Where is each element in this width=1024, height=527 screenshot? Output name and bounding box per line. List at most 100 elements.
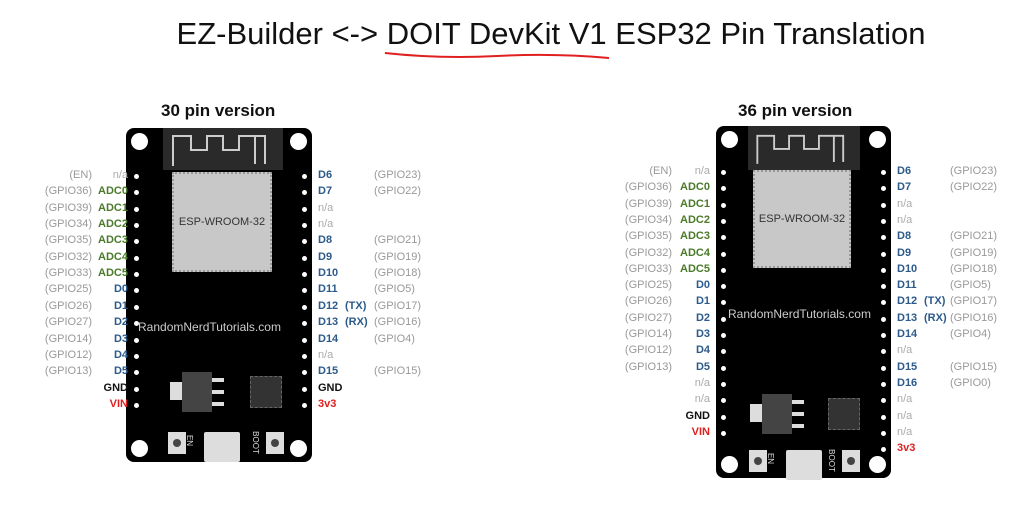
- right-gpio-label: (GPIO18): [950, 262, 998, 275]
- pin-dot: [881, 398, 886, 404]
- module-label: ESP-WROOM-32: [172, 172, 272, 272]
- pin-dot: [302, 337, 307, 343]
- board-heading: 36 pin version: [738, 101, 853, 120]
- pin-dot: [134, 206, 139, 212]
- left-gpio-label: (GPIO14): [624, 328, 672, 340]
- pin-dot: [721, 202, 726, 208]
- pin-dot: [302, 321, 307, 327]
- left-gpio-label: (GPIO34): [44, 218, 92, 231]
- title-suffix: ESP32 Pin Translation: [606, 16, 926, 51]
- right-pin-label: 3v3: [318, 397, 337, 410]
- boot-button[interactable]: [842, 450, 860, 472]
- pin-dot: [721, 365, 726, 371]
- left-gpio-label: (GPIO12): [44, 348, 92, 361]
- right-gpio-label: (GPIO16): [374, 316, 422, 329]
- right-gpio-label: (GPIO17): [374, 299, 422, 312]
- uart-label: (RX): [345, 316, 368, 329]
- left-pin-label: D5: [695, 360, 710, 373]
- micro-usb-port: [786, 450, 822, 480]
- pin-dot: [302, 402, 307, 408]
- left-pin-label: ADC2: [98, 218, 128, 231]
- boot-label: BOOT: [826, 449, 836, 472]
- right-pin-label: D15: [318, 365, 339, 378]
- pin-dot: [302, 288, 307, 294]
- mounting-hole: [131, 133, 148, 150]
- uart-label: (RX): [924, 311, 947, 324]
- left-pin-label: D5: [113, 365, 128, 378]
- title-underlined-text: DOIT DevKit V1: [386, 16, 607, 51]
- right-gpio-label: (GPIO21): [950, 230, 998, 243]
- left-pin-label: ADC1: [680, 197, 710, 210]
- mounting-hole: [869, 456, 886, 473]
- right-pin-label: D14: [318, 332, 339, 345]
- pin-dot: [721, 349, 726, 355]
- right-pin-label: GND: [318, 381, 343, 394]
- mounting-hole: [290, 440, 307, 457]
- left-pin-label: D1: [695, 295, 710, 308]
- en-label: EN: [766, 452, 776, 465]
- pin-dot: [881, 447, 886, 453]
- usb-uart-chip-icon: [250, 376, 282, 408]
- left-pin-label: VIN: [109, 397, 128, 410]
- left-pin-label: n/a: [112, 169, 128, 181]
- right-gpio-label: (GPIO15): [950, 360, 998, 373]
- pin-dot: [134, 353, 139, 359]
- pin-dot: [134, 174, 139, 179]
- pin-dot: [302, 272, 307, 278]
- pin-dot: [721, 235, 726, 241]
- pin-dot: [881, 170, 886, 175]
- pin-dot: [721, 186, 726, 192]
- left-pin-label: ADC4: [98, 250, 128, 263]
- pin-dot: [302, 386, 307, 392]
- right-gpio-label: (GPIO15): [374, 365, 422, 378]
- pin-dot: [721, 381, 726, 387]
- right-gpio-label: (GPIO4): [950, 328, 991, 340]
- right-pin-label: n/a: [318, 348, 334, 361]
- pin-dot: [134, 402, 139, 408]
- mounting-hole: [131, 440, 148, 457]
- left-pin-label: D2: [113, 316, 128, 329]
- pin-dot: [721, 333, 726, 338]
- left-gpio-label: (GPIO13): [624, 360, 672, 373]
- pin-dot: [881, 316, 886, 322]
- right-pin-label: D14: [897, 328, 918, 340]
- mounting-hole: [290, 133, 307, 150]
- pin-dot: [721, 284, 726, 290]
- right-gpio-label: (GPIO18): [374, 267, 422, 280]
- right-gpio-label: (GPIO17): [950, 295, 998, 308]
- left-gpio-label: (GPIO27): [44, 316, 92, 329]
- left-pin-label: D4: [113, 348, 128, 361]
- right-pin-label: n/a: [897, 197, 913, 210]
- right-gpio-label: (GPIO16): [950, 311, 998, 324]
- right-pin-label: D10: [897, 262, 918, 275]
- en-button[interactable]: [168, 432, 186, 454]
- pin-dot: [881, 365, 886, 371]
- title-underlined: DOIT DevKit V1: [384, 16, 609, 59]
- pin-dot: [721, 300, 726, 306]
- pin-dot: [721, 170, 726, 175]
- pin-dot: [302, 353, 307, 359]
- pin-dot: [302, 370, 307, 376]
- pin-dot: [721, 398, 726, 404]
- right-gpio-label: (GPIO5): [950, 279, 991, 292]
- left-pin-label: ADC1: [98, 201, 128, 214]
- right-pin-label: D7: [318, 185, 333, 198]
- pin-dot: [881, 202, 886, 208]
- pin-dot: [881, 414, 886, 420]
- en-button[interactable]: [749, 450, 767, 472]
- right-pin-label: 3v3: [897, 442, 916, 455]
- right-pin-label: D12: [897, 295, 918, 308]
- pin-dot: [302, 239, 307, 245]
- left-gpio-label: (GPIO34): [624, 213, 672, 226]
- pin-dot: [134, 272, 139, 278]
- boot-button[interactable]: [266, 432, 284, 454]
- left-gpio-label: (EN): [649, 165, 672, 177]
- right-gpio-label: (GPIO5): [374, 283, 415, 296]
- right-gpio-label: (GPIO0): [950, 376, 991, 389]
- pin-dot: [134, 304, 139, 310]
- left-gpio-label: (GPIO32): [44, 250, 92, 263]
- antenna-shield: [748, 126, 860, 170]
- right-pin-label: D10: [318, 267, 339, 280]
- pin-dot: [881, 381, 886, 387]
- right-pin-label: n/a: [897, 409, 913, 422]
